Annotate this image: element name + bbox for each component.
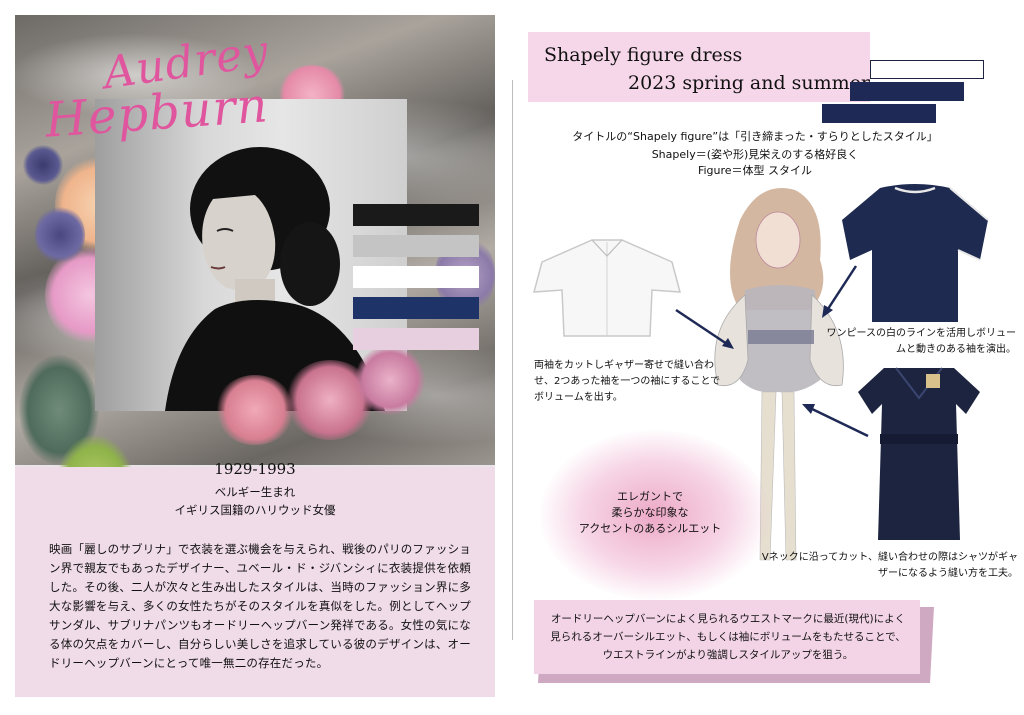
color-swatch-pink [353,328,479,350]
title-explanation-line1: タイトルの“Shapely figure”は「引き締まった・すらりとしたスタイル… [572,130,938,143]
portrait-silhouette-icon [165,147,385,411]
design-season: 2023 spring and summer [628,72,871,94]
navy-knit-dress-icon [842,184,989,322]
title-explanation-line3: Figure＝体型 スタイル [697,164,813,177]
sleeve-construction-note: 両袖をカットしギャザー寄せで縫い合わせ、2つあった袖を一つの袖にすることでボリュ… [534,360,721,403]
silhouette-note-line2: 柔らかな印象な [611,506,689,519]
title-box [528,32,870,102]
biography-text: 映画「麗しのサブリナ」で衣装を選ぶ機会を与えられ、戦後のパリのファッション界で親… [49,542,471,670]
flower-berries-left [23,145,63,185]
deco-bar-navy-1 [850,82,964,101]
life-years: 1929-1993 [214,460,296,478]
page-divider [512,80,513,640]
summary-box [534,600,920,674]
title-explanation-line2: Shapely＝(姿や形)見栄えのする格好良く [651,148,859,161]
color-swatch-black [353,204,479,226]
white-shirt-icon [533,239,681,337]
silhouette-note-line1: エレガントで [617,490,683,503]
deco-bar-white [870,60,984,79]
bio-panel [15,467,495,697]
color-swatch-white [353,266,479,288]
arrow-to-sleeve-icon [675,308,734,349]
color-swatch-gray [353,235,479,257]
birthplace: ベルギー生まれ [214,485,296,499]
silhouette-note-line3: アクセントのあるシルエット [578,522,722,535]
flower-berries-left-2 [35,205,85,265]
design-title: Shapely figure dress [544,44,743,66]
white-line-note: ワンピースの白のラインを活用しボリュームと動きのある袖を演出。 [826,328,1017,355]
flower-bouquet-1 [215,375,295,445]
pink-watercolor-blob [540,430,770,600]
left-page: Audrey Hepburn [15,15,495,697]
vneck-construction-note: Vネックに沿ってカット、縫い合わせの際はシャツがギャザーになるよう縫い方を工夫。 [761,552,1018,579]
color-swatch-navy [353,297,479,319]
summary-text: オードリーヘップバーンによく見られるウエストマークに最近(現代)によく見られるオ… [550,613,906,661]
arrow-to-white-line-icon [822,265,858,318]
arrow-to-waist-icon [802,404,869,438]
deco-bar-navy-2 [822,104,936,123]
nationality: イギリス国籍のハリウッド女優 [174,503,336,517]
navy-vneck-dress-icon [858,367,980,540]
flower-bouquet-3 [355,345,425,415]
